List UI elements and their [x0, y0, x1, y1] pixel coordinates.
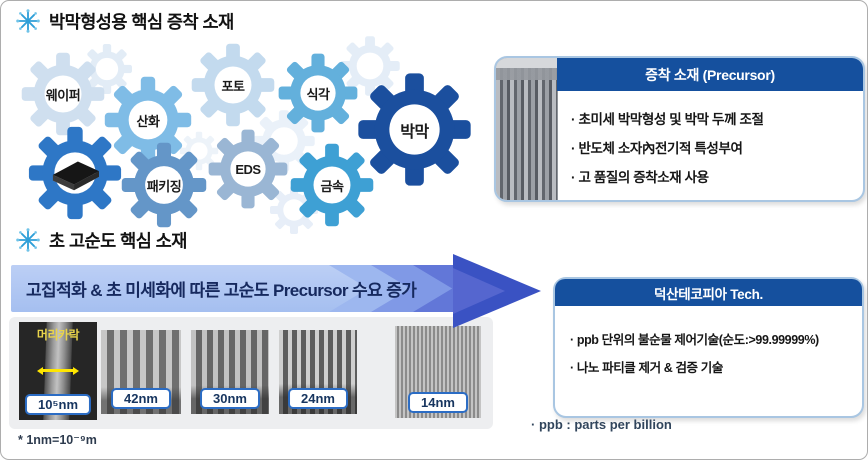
gear-packaging: 패키징 [120, 141, 208, 229]
gear-label: 박막 [400, 123, 429, 141]
measure-arrow-icon [37, 366, 79, 375]
size-label: 14nm [408, 392, 468, 413]
sem-image-strip: 머리카락 10⁵nm 42nm 30nm 24nm 14nm [9, 317, 493, 429]
footnote-nm: * 1nm=10⁻⁹m [18, 433, 97, 447]
sem-tile-hair: 머리카락 10⁵nm [19, 322, 97, 420]
bullet-item: · ppb 단위의 불순물 제어기술(순도:>99.99999%) [570, 333, 819, 347]
precursor-bullet-list: · 초미세 박막형성 및 박막 두께 조절 · 반도체 소자內전기적 특성부여 … [571, 105, 764, 192]
bullet-item: · 나노 파티클 제거 & 검증 기술 [570, 361, 723, 375]
snowflake-icon [15, 227, 41, 253]
section-title-deposition: 박막형성용 핵심 증착 소재 [15, 8, 234, 34]
gear-label: 산화 [136, 113, 160, 129]
gear-label: EDS [235, 161, 261, 177]
gear-photo: 포토 [190, 42, 276, 128]
gear-eds: EDS [207, 128, 289, 210]
gear-chip [27, 125, 123, 221]
gear-thinfilm: 박막 [356, 71, 473, 188]
precursor-panel-header: 증착 소재 (Precursor) [557, 58, 863, 91]
sem-tile-42nm: 42nm [101, 330, 181, 414]
sem-tile-30nm: 30nm [191, 330, 269, 414]
gear-label: 웨이퍼 [45, 87, 81, 103]
tech-panel: 덕산테코피아 Tech. · ppb 단위의 불순물 제어기술(순도:>99.9… [553, 277, 864, 418]
bullet-item: · 반도체 소자內전기적 특성부여 [571, 141, 743, 156]
section-title-text: 박막형성용 핵심 증착 소재 [49, 11, 234, 32]
section-title-text: 초 고순도 핵심 소재 [49, 230, 187, 251]
gear-metal: 금속 [289, 142, 375, 228]
sem-tile-24nm: 24nm [279, 330, 357, 414]
size-label: 10⁵nm [24, 394, 92, 415]
gear-label: 패키징 [146, 178, 182, 194]
gear-label: 포토 [221, 78, 245, 94]
footnote-ppb: · ppb : parts per billion [531, 417, 672, 432]
sem-capacitor-image [496, 58, 558, 200]
hair-label: 머리카락 [36, 328, 80, 342]
bullet-item: · 고 품질의 증착소재 사용 [571, 170, 709, 185]
section-title-purity: 초 고순도 핵심 소재 [15, 227, 187, 253]
size-label: 30nm [200, 388, 260, 409]
gear-label: 금속 [320, 178, 344, 194]
snowflake-icon [15, 8, 41, 34]
gear-wafer: 웨이퍼 [20, 51, 106, 137]
banner-text: 고집적화 & 초 미세화에 따른 고순도 Precursor 수요 증가 [26, 281, 417, 300]
demand-arrow-banner: 고집적화 & 초 미세화에 따른 고순도 Precursor 수요 증가 [11, 265, 473, 312]
size-label: 24nm [288, 388, 348, 409]
chip-icon [52, 161, 99, 191]
size-label: 42nm [111, 388, 171, 409]
gear-label: 식각 [306, 86, 330, 102]
tech-panel-header: 덕산테코피아 Tech. [555, 279, 862, 306]
precursor-panel: 증착 소재 (Precursor) · 초미세 박막형성 및 박막 두께 조절 … [494, 56, 865, 202]
gear-etch: 식각 [277, 52, 359, 134]
bullet-item: · 초미세 박막형성 및 박막 두께 조절 [571, 112, 764, 127]
sem-tile-14nm: 14nm [395, 326, 481, 418]
tech-bullet-list: · ppb 단위의 불순물 제어기술(순도:>99.99999%) · 나노 파… [570, 326, 819, 382]
gear-oxidation: 산화 [103, 75, 193, 165]
